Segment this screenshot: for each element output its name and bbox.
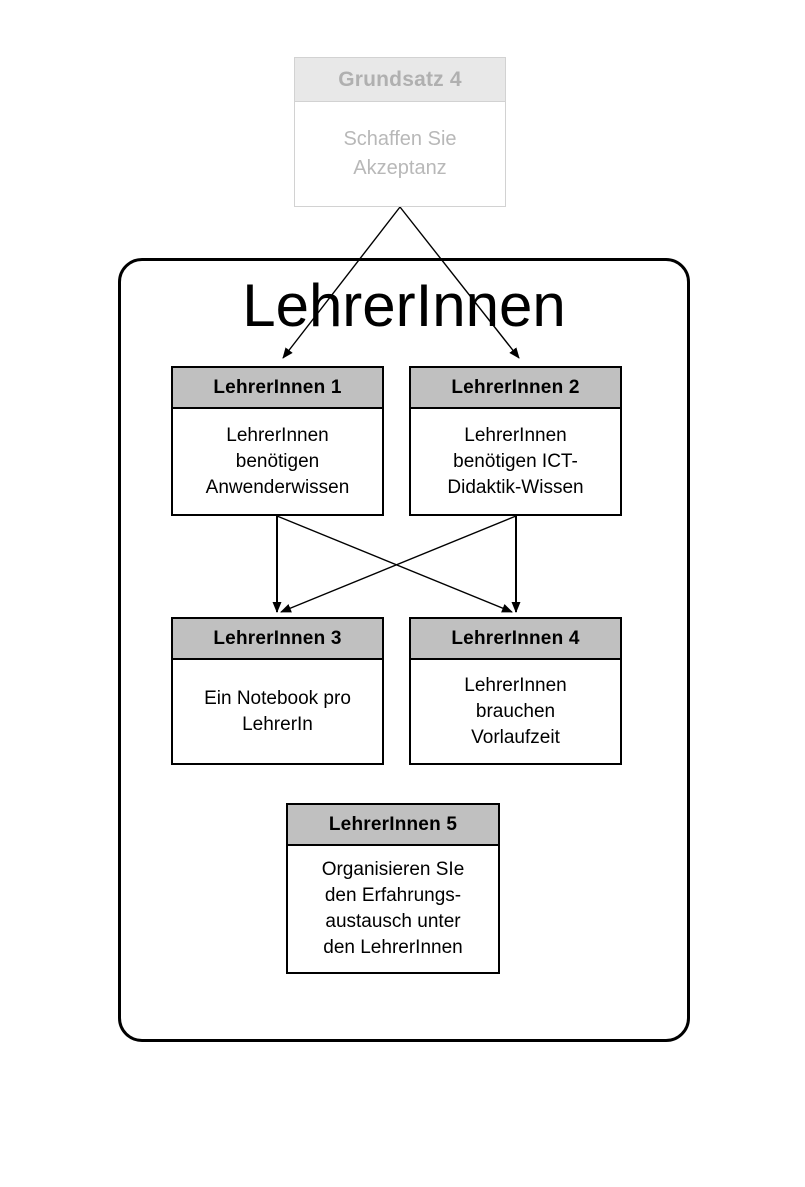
card-grundsatz-4[interactable]: Grundsatz 4 Schaffen Sie Akzeptanz	[294, 57, 506, 207]
card-lehrerinnen-5-body: Organisieren SIe den Erfahrungs- austaus…	[321, 859, 465, 958]
card-lehrerinnen-4-header: LehrerInnen 4	[411, 619, 620, 660]
card-lehrerinnen-3-header: LehrerInnen 3	[173, 619, 382, 660]
card-lehrerinnen-4-body: LehrerInnen brauchen Vorlaufzeit	[464, 674, 567, 748]
card-lehrerinnen-5-header: LehrerInnen 5	[288, 805, 498, 846]
card-lehrerinnen-4[interactable]: LehrerInnen 4 LehrerInnen brauchen Vorla…	[409, 617, 622, 765]
card-lehrerinnen-2-header: LehrerInnen 2	[411, 368, 620, 409]
group-title-lehrerinnen: LehrerInnen	[242, 272, 566, 339]
card-lehrerinnen-2-body: LehrerInnen benötigen ICT- Didaktik-Wiss…	[447, 424, 584, 498]
card-lehrerinnen-3[interactable]: LehrerInnen 3 Ein Notebook pro LehrerIn	[171, 617, 384, 765]
group-container-lehrerinnen	[118, 258, 690, 1042]
card-lehrerinnen-5[interactable]: LehrerInnen 5 Organisieren SIe den Erfah…	[286, 803, 500, 974]
card-grundsatz-4-body: Schaffen Sie Akzeptanz	[343, 128, 457, 179]
card-lehrerinnen-3-body: Ein Notebook pro LehrerIn	[204, 687, 351, 735]
card-lehrerinnen-1-body: LehrerInnen benötigen Anwenderwissen	[205, 424, 350, 498]
card-lehrerinnen-1-header: LehrerInnen 1	[173, 368, 382, 409]
card-lehrerinnen-1[interactable]: LehrerInnen 1 LehrerInnen benötigen Anwe…	[171, 366, 384, 516]
card-grundsatz-4-header: Grundsatz 4	[295, 58, 505, 102]
card-lehrerinnen-2[interactable]: LehrerInnen 2 LehrerInnen benötigen ICT-…	[409, 366, 622, 516]
